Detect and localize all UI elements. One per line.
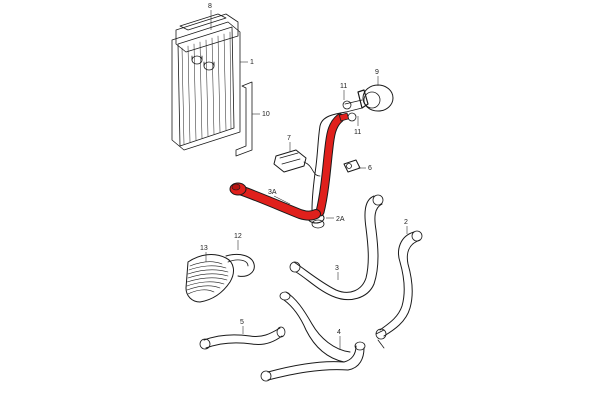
label-part-2a: 2A: [336, 216, 345, 223]
label-part-8: 8: [208, 3, 212, 10]
part-labels: 8 1 10 9 11 11 7 6 3A 2A 2 12 13 3 5 4: [200, 3, 408, 336]
label-part-5: 5: [240, 319, 244, 326]
leader-lines: [205, 10, 408, 350]
label-part-11-upper: 11: [340, 83, 347, 90]
corrugated-duct: [185, 253, 255, 303]
label-part-9: 9: [375, 69, 379, 76]
label-part-6: 6: [368, 165, 372, 172]
hose-5: [199, 326, 286, 350]
label-part-12: 12: [234, 233, 242, 240]
label-part-4: 4: [337, 329, 341, 336]
clip-6: [343, 159, 361, 173]
heater-core: [171, 13, 253, 157]
sensor-7: [273, 149, 321, 177]
label-part-10: 10: [262, 111, 270, 118]
label-part-3a: 3A: [268, 189, 277, 196]
coolant-valve: [342, 84, 394, 122]
label-part-13: 13: [200, 245, 208, 252]
label-part-1: 1: [250, 59, 254, 66]
label-part-11-lower: 11: [354, 129, 361, 136]
label-part-2: 2: [404, 219, 408, 226]
hose-3: [289, 194, 384, 300]
highlighted-hose-3a: [229, 112, 350, 221]
hose-4: [260, 291, 366, 382]
hose-2: [375, 230, 423, 349]
label-part-3: 3: [335, 265, 339, 272]
label-part-7: 7: [287, 135, 291, 142]
